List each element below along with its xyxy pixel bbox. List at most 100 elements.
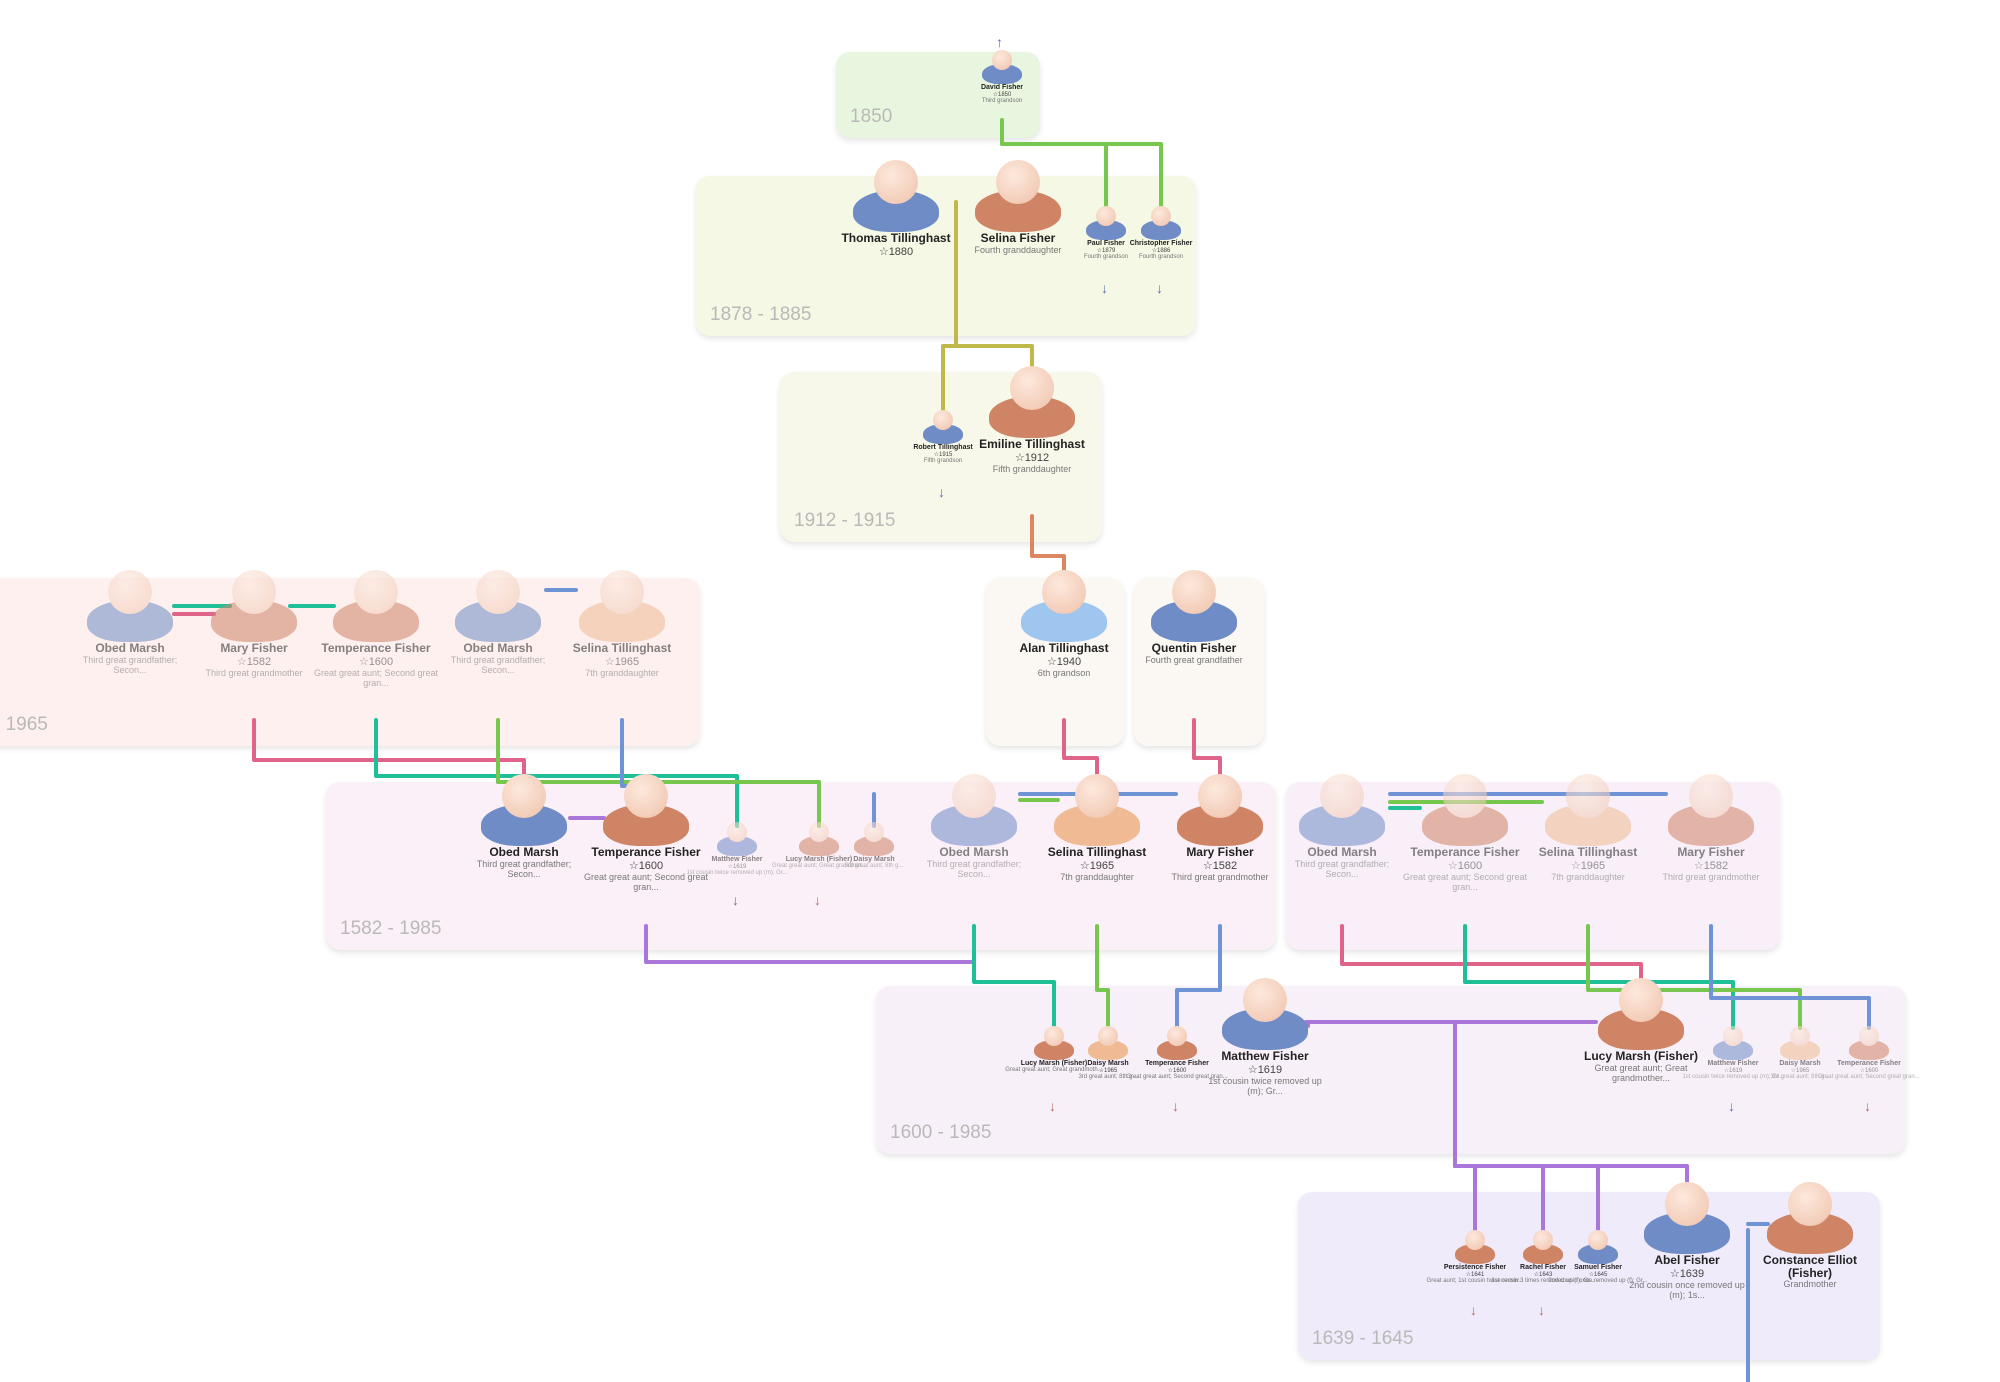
expand-down-icon[interactable]: ↓ — [1172, 1098, 1179, 1114]
person-relationship: 1st cousin twice removed up (m); Gr... — [1208, 1075, 1322, 1097]
avatar-head — [952, 774, 996, 818]
avatar — [481, 774, 567, 846]
avatar — [854, 822, 894, 856]
avatar — [975, 160, 1061, 232]
expand-down-icon[interactable]: ↓ — [938, 484, 945, 500]
person-relationship: Great great aunt; Second great gran... — [583, 871, 709, 893]
person-name: Obed Marsh — [95, 641, 165, 655]
avatar-head — [476, 570, 520, 614]
expand-up-icon[interactable]: ↑ — [996, 34, 1003, 50]
generation-label: 1639 - 1645 — [1312, 1328, 1414, 1349]
avatar — [853, 160, 939, 232]
avatar-body — [799, 836, 839, 856]
person-relationship: 7th granddaughter — [585, 667, 659, 678]
avatar — [603, 774, 689, 846]
avatar-body — [1455, 1244, 1495, 1264]
generation-label: 1582 - 1985 — [340, 918, 442, 939]
person-name: Temperance Fisher — [1410, 845, 1520, 859]
avatar — [1780, 1026, 1820, 1060]
person-name: Matthew Fisher — [711, 856, 763, 863]
person-name: Thomas Tillinghast — [841, 231, 951, 245]
avatar — [1299, 774, 1385, 846]
person-card[interactable]: Constance Elliot (Fisher)Grandmother — [1745, 1182, 1875, 1290]
expand-down-icon[interactable]: ↓ — [1156, 280, 1163, 296]
person-name: Samuel Fisher — [1574, 1264, 1622, 1271]
avatar-head — [1665, 1182, 1709, 1226]
person-relationship: Great aunt; 1st cousin twice remov... — [1426, 1278, 1524, 1285]
expand-down-icon[interactable]: ↓ — [1538, 1302, 1545, 1318]
person-birth-year: ☆1639 — [1669, 1267, 1705, 1280]
avatar-head — [1533, 1230, 1553, 1250]
person-card[interactable]: Lucy Marsh (Fisher)Great great aunt; Gre… — [754, 822, 884, 871]
person-birth-year: ☆1582 — [1693, 859, 1729, 872]
avatar-head — [1167, 1026, 1187, 1046]
person-card[interactable]: Thomas Tillinghast☆1880 — [831, 160, 961, 258]
person-relationship: Fourth grandson — [1138, 254, 1184, 261]
expand-down-icon[interactable]: ↓ — [1728, 1098, 1735, 1114]
person-relationship: Fifth grandson — [923, 458, 963, 465]
person-card[interactable]: Lucy Marsh (Fisher)Great great aunt; Gre… — [1576, 978, 1706, 1084]
avatar — [1422, 774, 1508, 846]
person-relationship: Third great grandfather; Secon... — [926, 858, 1022, 880]
avatar-body — [1141, 220, 1181, 240]
expand-down-icon[interactable]: ↓ — [814, 892, 821, 908]
avatar-head — [1044, 1026, 1064, 1046]
avatar-body — [717, 836, 757, 856]
avatar-head — [1172, 570, 1216, 614]
person-name: Daisy Marsh — [1087, 1060, 1129, 1067]
avatar-head — [1198, 774, 1242, 818]
person-name: Paul Fisher — [1087, 240, 1125, 247]
person-name: David Fisher — [980, 84, 1023, 91]
expand-down-icon[interactable]: ↓ — [1101, 280, 1108, 296]
expand-down-icon[interactable]: ↓ — [732, 892, 739, 908]
avatar-head — [1096, 206, 1116, 226]
avatar — [1545, 774, 1631, 846]
avatar-body — [982, 64, 1022, 84]
expand-down-icon[interactable]: ↓ — [1470, 1302, 1477, 1318]
avatar — [1222, 978, 1308, 1050]
expand-down-icon[interactable]: ↓ — [1864, 1098, 1871, 1114]
person-relationship: 2nd cousin once removed up (m); 1s... — [1629, 1279, 1745, 1301]
person-relationship: 1st cousin twice removed up (m); Gr... — [686, 870, 788, 877]
person-card[interactable]: Lucy Marsh (Fisher)Great great aunt; Gre… — [989, 1026, 1119, 1075]
person-name: Matthew Fisher — [1707, 1060, 1759, 1067]
avatar-head — [1443, 774, 1487, 818]
expand-down-icon[interactable]: ↓ — [1049, 1098, 1056, 1114]
avatar — [211, 570, 297, 642]
